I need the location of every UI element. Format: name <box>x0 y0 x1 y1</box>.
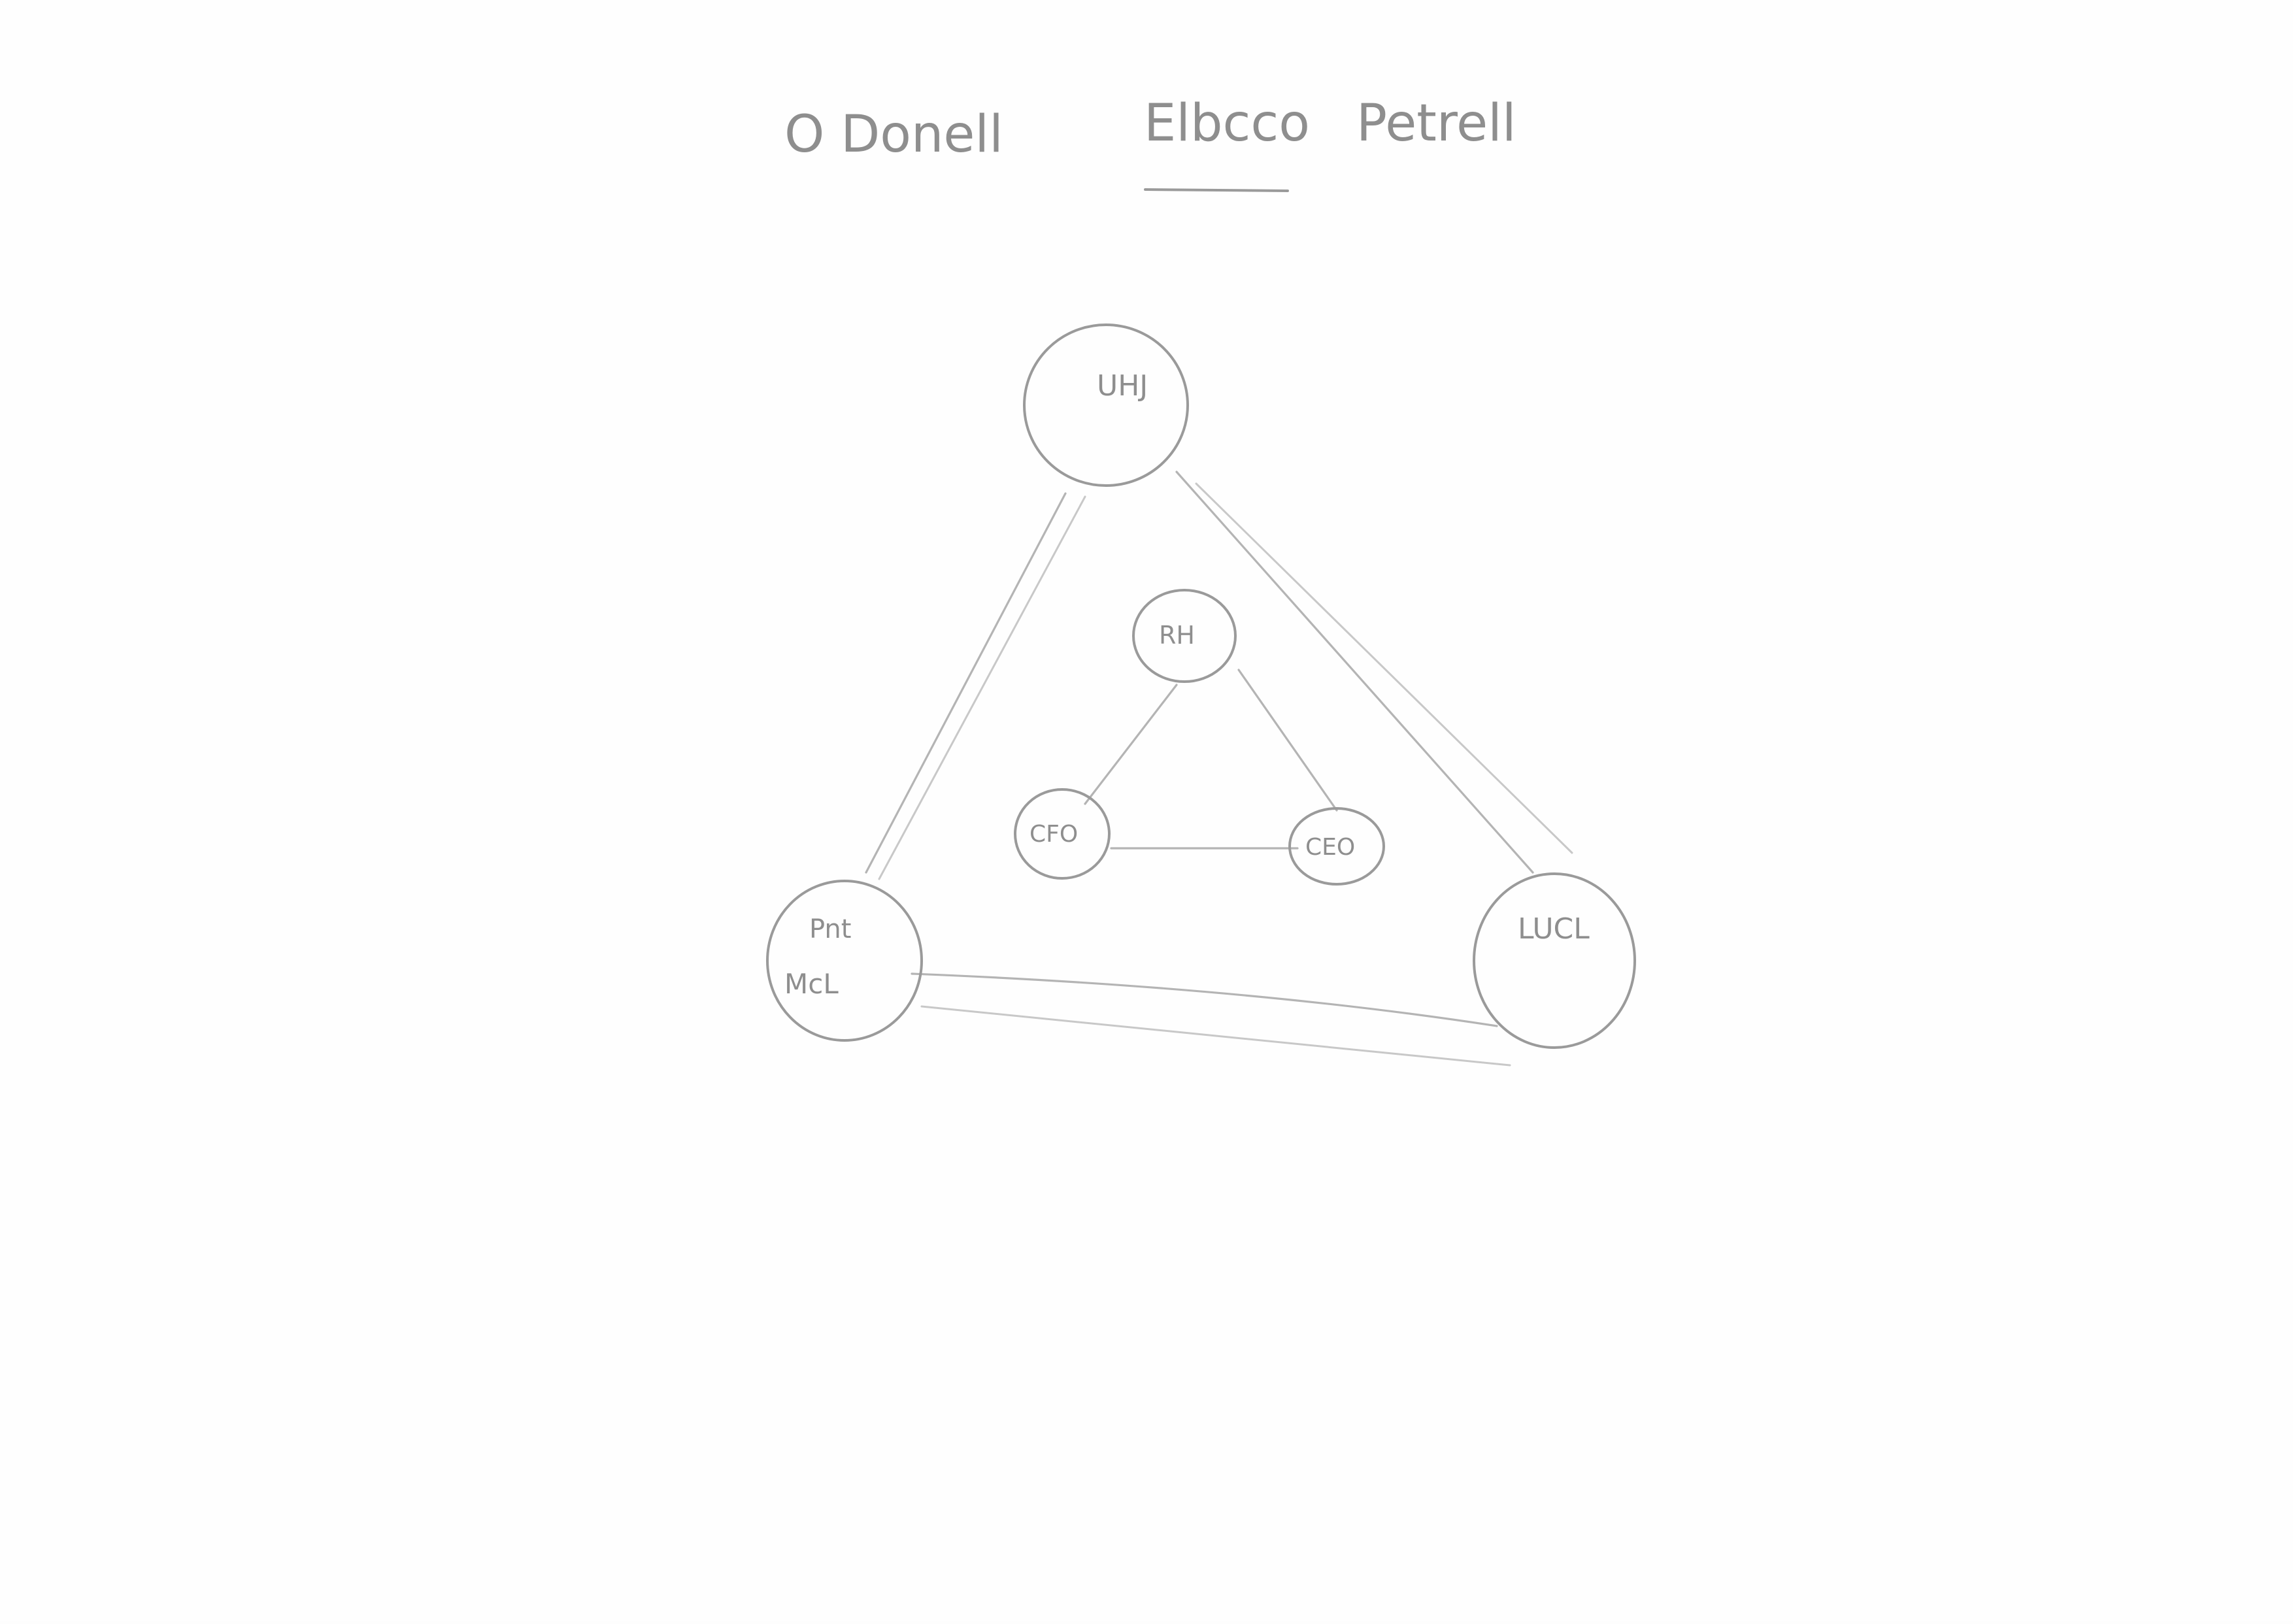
edge-uhj-pmcl-second <box>878 495 1086 880</box>
node-circle <box>1132 589 1237 683</box>
node-label: RH <box>1159 621 1195 650</box>
node-circle <box>1288 807 1385 886</box>
edge-pmcl-lucl-second <box>920 1005 1511 1067</box>
node-circle <box>1014 788 1111 880</box>
title-word-elbcco: Elbcco <box>1144 94 1310 153</box>
node-uhj: UHJ <box>1023 323 1189 487</box>
node-label: UHJ <box>1097 369 1148 403</box>
edge-uhj-pmcl <box>865 492 1067 874</box>
edge-uhj-lucl-second <box>1195 482 1573 854</box>
node-pmcl: Pnt McL <box>766 880 923 1042</box>
edge-pmcl-lucl <box>911 972 1498 1027</box>
title-word-odonell: O Donell <box>784 105 1003 164</box>
node-label: LUCL <box>1518 912 1590 946</box>
node-label: CFO <box>1029 821 1078 848</box>
node-label-line1: Pnt <box>809 914 851 944</box>
node-ceo: CEO <box>1288 807 1385 886</box>
edge-rh-ceo <box>1237 669 1338 812</box>
node-circle <box>1473 872 1636 1049</box>
node-cfo: CFO <box>1014 788 1111 880</box>
title-underline <box>1144 188 1289 192</box>
node-lucl: LUCL <box>1473 872 1636 1049</box>
node-circle <box>1023 323 1189 487</box>
outer-edges <box>865 471 1573 1067</box>
node-label-line2: McL <box>784 968 839 1000</box>
edge-rh-cfo <box>1084 684 1178 805</box>
node-circle <box>766 880 923 1042</box>
node-label: CEO <box>1305 834 1355 861</box>
inner-edges <box>1084 669 1338 850</box>
title-word-petrell: Petrell <box>1356 94 1516 153</box>
node-rh: RH <box>1132 589 1237 683</box>
edge-uhj-lucl <box>1175 471 1534 874</box>
title-row: O Donell Elbcco Petrell <box>784 94 1516 192</box>
